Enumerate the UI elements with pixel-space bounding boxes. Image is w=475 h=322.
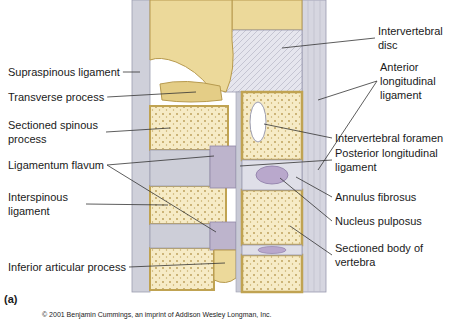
ligamentum-flavum-band — [210, 146, 236, 188]
leader-line — [86, 204, 168, 205]
intervertebral-disc — [224, 30, 302, 92]
nucleus — [256, 166, 288, 184]
leader-line — [240, 160, 332, 166]
articular-process — [214, 250, 236, 283]
panel-letter: (a) — [4, 292, 17, 306]
interspinous-band — [150, 224, 210, 248]
vertebral-arch — [150, 0, 233, 92]
sectioned-body — [242, 190, 302, 245]
leader-line — [107, 156, 214, 165]
part-label: Anterior longitudinal ligament — [380, 60, 450, 102]
copyright-note: © 2001 Benjamin Cummings, an imprint of … — [42, 310, 272, 319]
ligamentum-flavum-band — [210, 222, 236, 250]
foramen-opening — [250, 102, 266, 142]
leader-line — [318, 81, 377, 100]
leader-line — [290, 226, 332, 255]
part-label: Transverse process — [8, 90, 104, 104]
part-label: Nucleus pulposus — [335, 214, 422, 228]
part-label: Interspinous ligament — [8, 190, 83, 218]
part-label: Intervertebral foramen — [335, 131, 443, 145]
leader-line — [123, 72, 140, 73]
leader-line — [296, 177, 332, 197]
part-label: Supraspinous ligament — [8, 65, 120, 79]
part-label: Posterior longitudinal ligament — [335, 146, 460, 174]
annulus — [242, 245, 302, 255]
annulus — [242, 160, 302, 190]
part-label: Sectioned spinous process — [8, 118, 103, 146]
part-label: Intervertebral disc — [378, 24, 458, 52]
nucleus — [258, 247, 286, 254]
leader-line — [106, 128, 170, 132]
leader-line — [129, 263, 225, 267]
leader-line — [280, 178, 332, 221]
sectioned-spinous-process — [150, 106, 228, 150]
part-label: Annulus fibrosus — [335, 190, 416, 204]
leader-line — [282, 38, 375, 48]
supraspinous-band — [132, 0, 150, 292]
leader-line — [264, 124, 332, 138]
leader-line — [107, 92, 196, 97]
part-label: Inferior articular process — [8, 260, 126, 274]
interspinous-band — [150, 150, 210, 186]
part-label: Sectioned body of vertebra — [335, 241, 425, 269]
part-label: Ligamentum flavum — [8, 158, 104, 172]
sectioned-spinous-process — [150, 248, 214, 290]
transverse-process — [160, 81, 222, 102]
vertebral-body — [232, 0, 302, 30]
leader-line — [107, 165, 216, 232]
sectioned-body — [242, 255, 302, 292]
